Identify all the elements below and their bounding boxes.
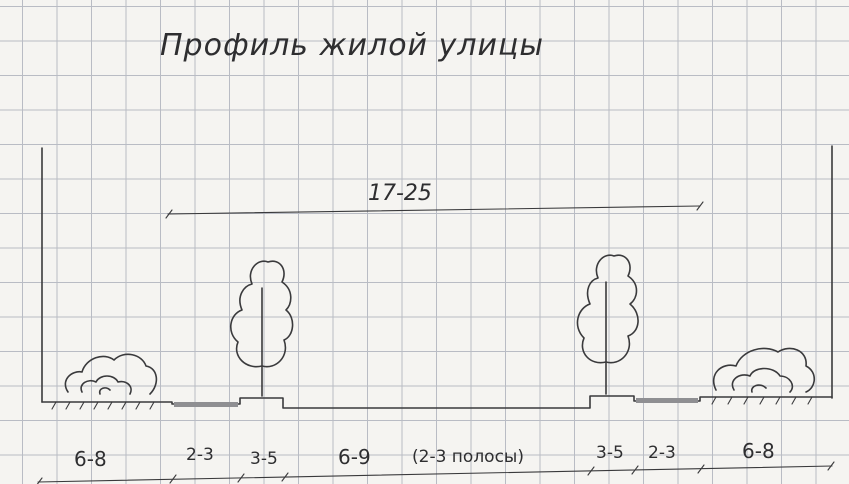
right-sidewalk-paving: [636, 398, 698, 403]
total-width-tick-right: [696, 201, 704, 211]
segment-right-sidewalk: 2-3: [648, 443, 676, 463]
segment-carriageway: 6-9: [338, 445, 371, 469]
right-tree-icon: [576, 254, 639, 395]
total-width-label: 17-25: [368, 181, 432, 206]
diagram-title: Профиль жилой улицы: [160, 28, 544, 63]
right-ground-hatching: [711, 396, 813, 405]
segment-carriageway-note: (2-3 полосы): [412, 447, 524, 467]
left-tree-icon: [230, 260, 294, 397]
left-ground-hatching: [51, 401, 155, 410]
segment-right-green: 6-8: [742, 439, 775, 463]
segments-dimension-line: [37, 465, 833, 483]
total-width-tick-left: [165, 209, 173, 219]
segment-left-green: 6-8: [74, 447, 107, 471]
segment-left-sidewalk: 2-3: [186, 445, 214, 465]
segment-ticks: [36, 461, 835, 484]
left-shrub-icon: [64, 353, 158, 395]
left-sidewalk-paving: [174, 402, 238, 407]
right-shrub-icon: [712, 347, 816, 393]
total-width-dimension-line: [167, 205, 701, 215]
segment-left-tree-strip: 3-5: [250, 449, 278, 469]
segment-right-tree-strip: 3-5: [596, 443, 624, 463]
